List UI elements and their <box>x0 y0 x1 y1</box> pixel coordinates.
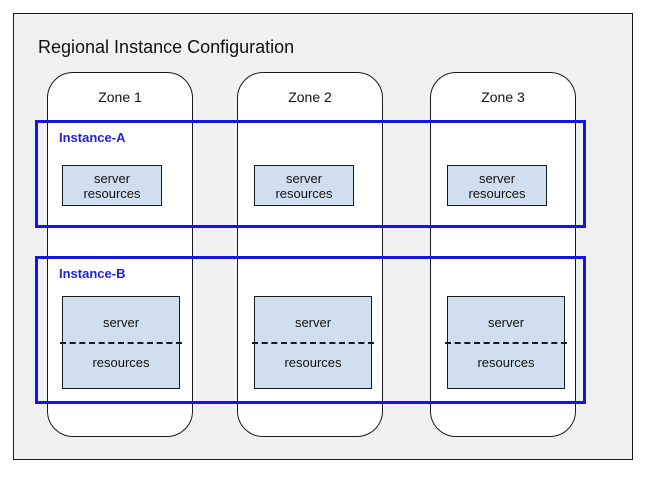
resource-line-2: resources <box>92 355 150 370</box>
resource-box-a-zone3: server resources <box>447 165 547 206</box>
instance-band-b: Instance-B <box>35 256 586 404</box>
dashed-divider-icon <box>445 341 567 344</box>
resource-box-b-zone1: server resources <box>60 296 182 389</box>
resource-line-2: resources <box>83 185 141 201</box>
resource-line-1: server <box>93 170 131 186</box>
zone-label-1: Zone 1 <box>98 89 142 105</box>
resource-line-2: resources <box>275 185 333 201</box>
resource-line-1: server <box>478 170 516 186</box>
instance-label-a: Instance-A <box>59 130 126 145</box>
resource-line-2: resources <box>284 355 342 370</box>
dashed-divider-icon <box>60 341 182 344</box>
resource-box-b-zone3: server resources <box>445 296 567 389</box>
resource-box-b-zone2: server resources <box>252 296 374 389</box>
resource-line-2: resources <box>477 355 535 370</box>
instance-label-b: Instance-B <box>59 266 126 281</box>
instance-band-a: Instance-A <box>35 120 586 228</box>
resource-line-2: resources <box>468 185 526 201</box>
zone-label-3: Zone 3 <box>481 89 525 105</box>
resource-line-1: server <box>285 170 323 186</box>
resource-line-1: server <box>294 315 332 330</box>
page-title: Regional Instance Configuration <box>38 37 295 57</box>
resource-line-1: server <box>487 315 525 330</box>
dashed-divider-icon <box>252 341 374 344</box>
resource-line-1: server <box>102 315 140 330</box>
resource-box-a-zone1: server resources <box>62 165 162 206</box>
resource-box-a-zone2: server resources <box>254 165 354 206</box>
zone-label-2: Zone 2 <box>288 89 332 105</box>
